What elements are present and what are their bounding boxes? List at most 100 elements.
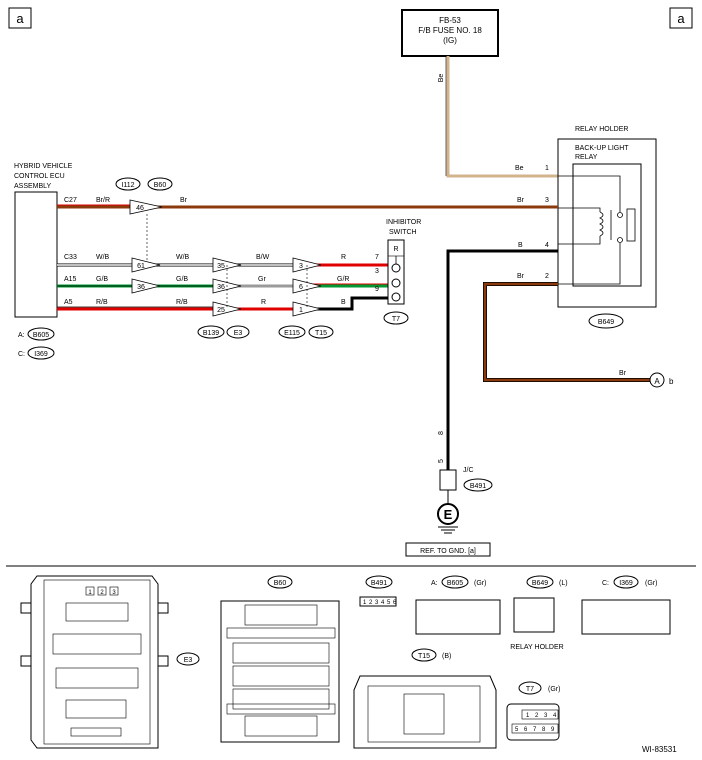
svg-text:E: E <box>444 507 453 522</box>
svg-text:(Gr): (Gr) <box>548 686 560 693</box>
svg-text:36: 36 <box>137 284 145 291</box>
svg-text:G/B: G/B <box>96 276 108 283</box>
svg-text:Br: Br <box>180 197 188 204</box>
svg-text:A: A <box>654 377 660 386</box>
connector-e3: 1 2 3 E3 <box>20 575 200 749</box>
svg-text:a: a <box>16 11 24 26</box>
svg-text:I369: I369 <box>619 580 633 587</box>
svg-text:1: 1 <box>526 713 530 719</box>
fuse-line2: F/B FUSE NO. 18 <box>418 26 482 35</box>
svg-text:(Gr): (Gr) <box>645 580 657 587</box>
br-pin3: 3 <box>545 197 549 204</box>
svg-text:A:: A: <box>431 580 438 587</box>
svg-text:61: 61 <box>137 263 145 270</box>
svg-text:a: a <box>677 11 685 26</box>
svg-text:T15: T15 <box>315 330 327 337</box>
svg-text:R: R <box>261 299 266 306</box>
svg-text:B/W: B/W <box>256 254 270 261</box>
svg-text:E115: E115 <box>284 330 300 337</box>
svg-text:G/R: G/R <box>337 276 349 283</box>
svg-text:A5: A5 <box>64 299 73 306</box>
svg-text:B60: B60 <box>274 580 287 587</box>
ecu-block: HYBRID VEHICLE CONTROL ECU ASSEMBLY A: B… <box>14 163 73 360</box>
br-pin2: 2 <box>545 273 549 280</box>
svg-text:J/C: J/C <box>463 467 474 474</box>
connector-b60: B60 <box>220 575 340 743</box>
be-pin: 1 <box>545 165 549 172</box>
svg-text:1: 1 <box>299 307 303 314</box>
fuse-line1: FB-53 <box>439 16 461 25</box>
svg-text:E3: E3 <box>184 657 193 664</box>
svg-text:1: 1 <box>88 590 92 596</box>
svg-text:(Gr): (Gr) <box>474 580 486 587</box>
inhibitor-switch: INHIBITOR SWITCH R T7 <box>383 219 421 325</box>
svg-text:46: 46 <box>136 205 144 212</box>
svg-text:5: 5 <box>387 600 391 606</box>
svg-text:(B): (B) <box>442 653 451 660</box>
svg-text:C:: C: <box>602 580 609 587</box>
connector-b649: B649 (L) RELAY HOLDER <box>510 575 568 651</box>
svg-text:C27: C27 <box>64 197 77 204</box>
svg-text:3: 3 <box>112 590 116 596</box>
svg-text:W/B: W/B <box>96 254 110 261</box>
svg-text:25: 25 <box>217 307 225 314</box>
svg-text:HYBRID VEHICLE: HYBRID VEHICLE <box>14 163 73 170</box>
svg-text:5: 5 <box>438 459 445 463</box>
svg-text:1: 1 <box>363 600 367 606</box>
svg-text:9: 9 <box>375 286 379 293</box>
svg-text:6: 6 <box>393 600 397 606</box>
svg-text:A15: A15 <box>64 276 77 283</box>
relay-conn: B649 <box>598 319 614 326</box>
svg-text:B: B <box>341 299 346 306</box>
be-pin-label: Be <box>515 165 524 172</box>
wire-be-label: Be <box>438 74 445 83</box>
svg-text:3: 3 <box>375 600 379 606</box>
corner-label-right: a <box>669 7 693 29</box>
svg-text:R/B: R/B <box>96 299 108 306</box>
svg-text:3: 3 <box>544 713 548 719</box>
svg-text:3: 3 <box>375 268 379 275</box>
svg-text:REF. TO GND. [a]: REF. TO GND. [a] <box>420 548 476 555</box>
svg-text:B649: B649 <box>532 580 548 587</box>
svg-text:6: 6 <box>299 284 303 291</box>
svg-text:Br: Br <box>619 370 627 377</box>
svg-text:T15: T15 <box>418 653 430 660</box>
b-pin4: 4 <box>545 242 549 249</box>
svg-text:9: 9 <box>551 727 555 733</box>
br-pin3-label: Br <box>517 197 525 204</box>
relay-holder-title: RELAY HOLDER <box>575 126 628 133</box>
svg-text:C:: C: <box>18 351 25 358</box>
svg-text:T7: T7 <box>526 686 534 693</box>
fuse-box: FB-53 F/B FUSE NO. 18 (IG) <box>401 9 499 57</box>
svg-text:R/B: R/B <box>176 299 188 306</box>
svg-text:2: 2 <box>369 600 373 606</box>
svg-text:5: 5 <box>515 727 519 733</box>
svg-text:Br/R: Br/R <box>96 197 110 204</box>
connector-t7: T7 (Gr) 1 2 3 4 5 6 7 8 9 <box>506 681 560 741</box>
ecu-conn-c: I369 <box>34 351 48 358</box>
svg-text:G/B: G/B <box>176 276 188 283</box>
ecu-conn-a: B605 <box>33 332 49 339</box>
svg-text:b: b <box>669 377 674 386</box>
svg-text:4: 4 <box>553 713 557 719</box>
svg-text:RELAY HOLDER: RELAY HOLDER <box>510 644 563 651</box>
connector-t15: T15 (B) <box>353 648 497 749</box>
svg-text:4: 4 <box>381 600 385 606</box>
svg-text:6: 6 <box>524 727 528 733</box>
svg-text:E3: E3 <box>234 330 243 337</box>
wire-be <box>446 56 558 178</box>
fuse-line3: (IG) <box>443 36 457 45</box>
svg-text:7: 7 <box>533 727 537 733</box>
svg-text:I112: I112 <box>121 182 134 189</box>
svg-text:B491: B491 <box>371 580 387 587</box>
svg-text:CONTROL ECU: CONTROL ECU <box>14 173 65 180</box>
relay-holder: RELAY HOLDER BACK-UP LIGHT RELAY B649 <box>557 126 657 329</box>
svg-text:C33: C33 <box>64 254 77 261</box>
svg-text:W/B: W/B <box>176 254 190 261</box>
svg-text:36: 36 <box>217 284 225 291</box>
figure-id: WI-83531 <box>642 745 677 754</box>
svg-text:7: 7 <box>375 254 379 261</box>
svg-text:2: 2 <box>535 713 539 719</box>
svg-text:R: R <box>341 254 346 261</box>
